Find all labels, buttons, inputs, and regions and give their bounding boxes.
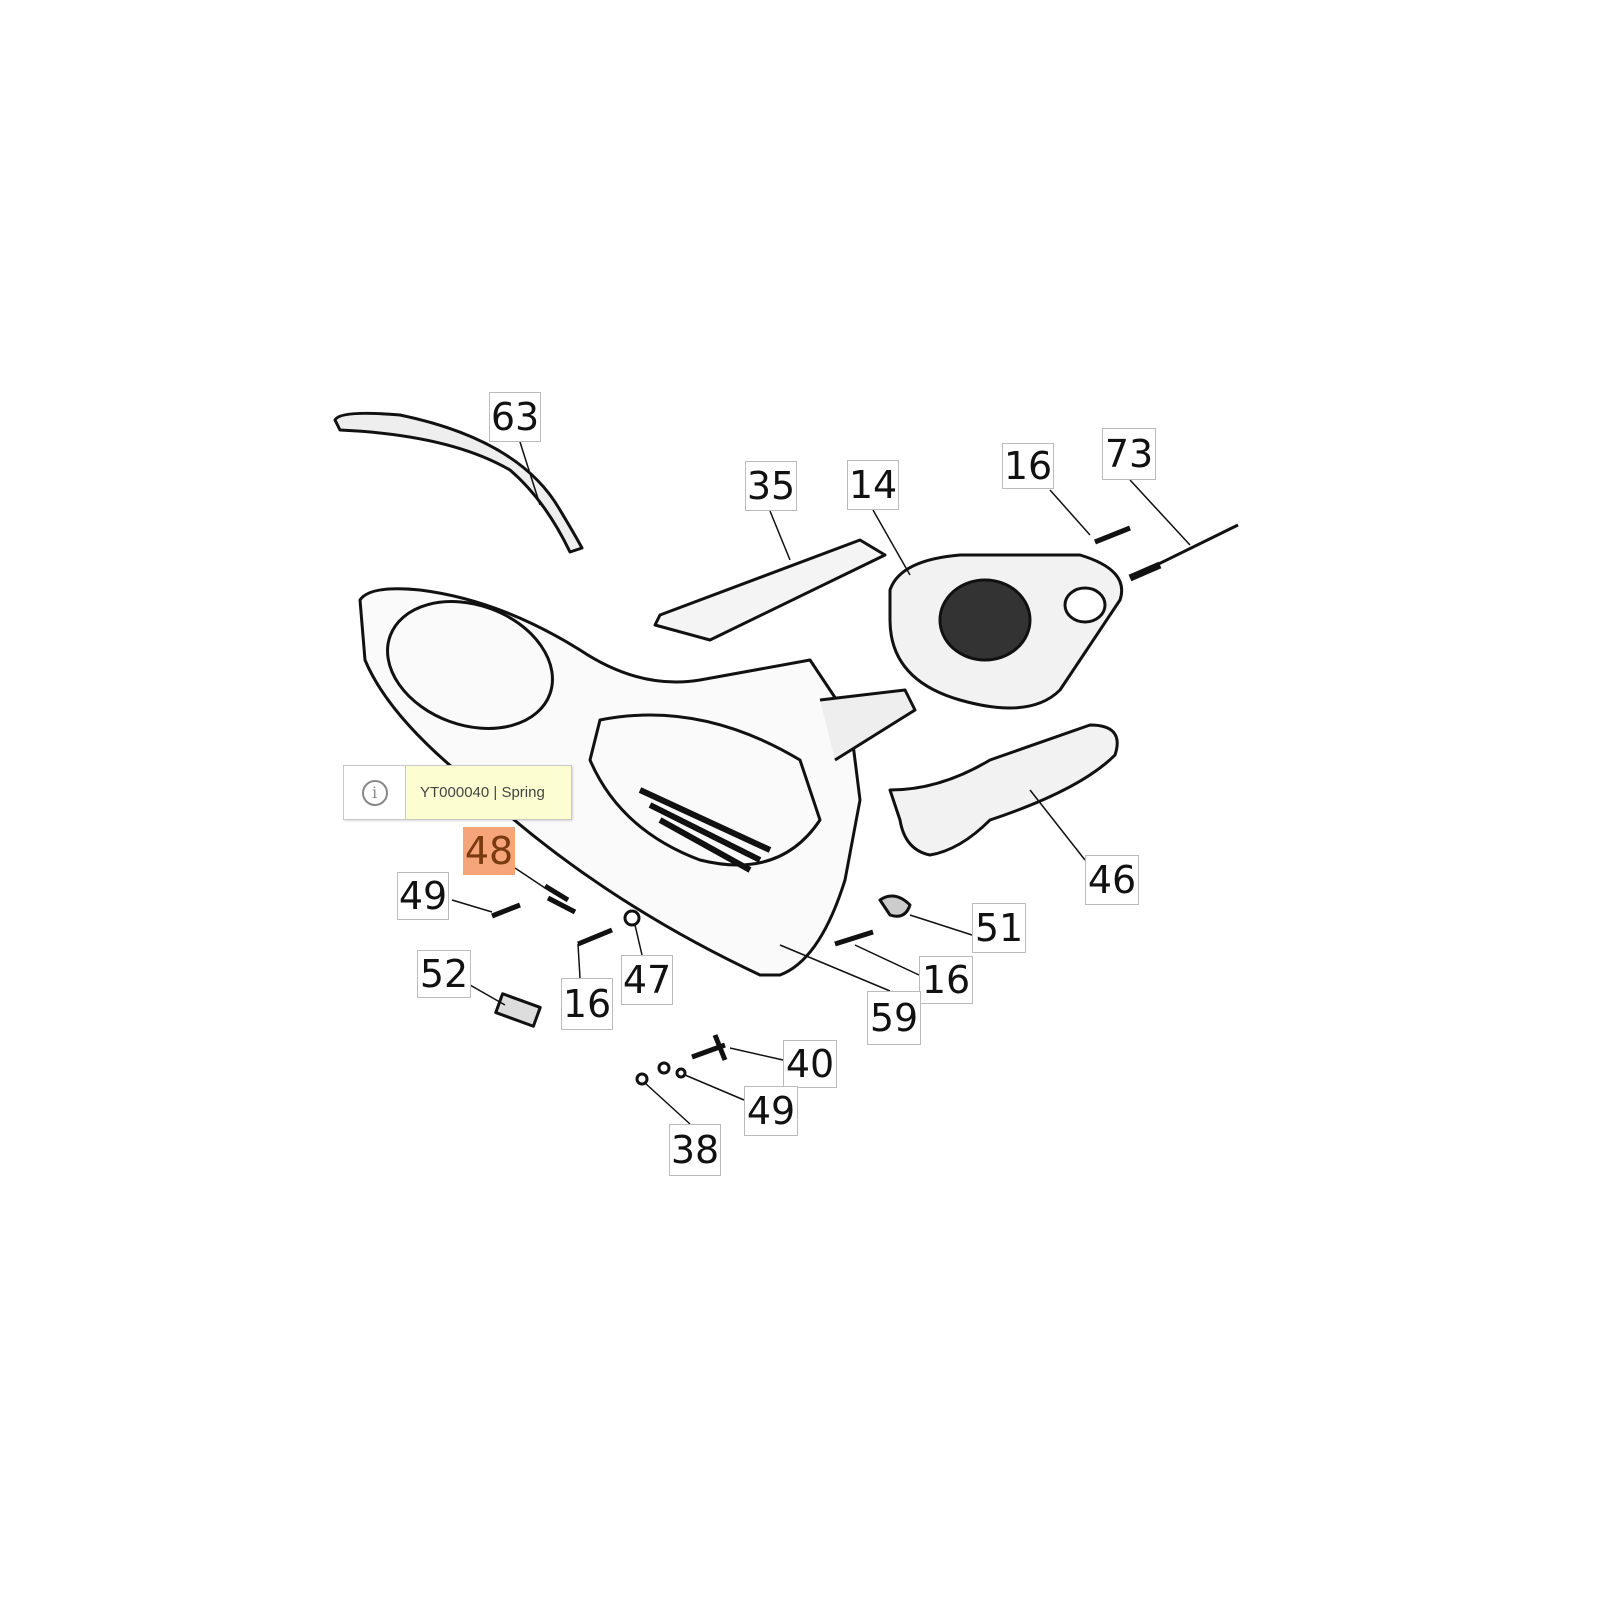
part-16-screw [1094, 525, 1131, 545]
part-tooltip: i YT000040 | Spring [343, 765, 572, 820]
part-63-guard-strip [333, 411, 584, 554]
callout-63[interactable]: 63 [489, 392, 541, 442]
callout-40[interactable]: 40 [783, 1040, 837, 1088]
callout-48-highlighted[interactable]: 48 [463, 827, 515, 875]
tooltip-text: YT000040 | Spring [406, 766, 571, 819]
part-46-front-handle [888, 723, 1119, 857]
part-51-cap [878, 894, 912, 918]
part-47-washer [623, 909, 641, 927]
callout-16[interactable]: 16 [561, 978, 613, 1030]
callout-73[interactable]: 73 [1102, 428, 1156, 480]
callout-46[interactable]: 46 [1085, 855, 1139, 905]
callout-14[interactable]: 14 [847, 460, 899, 510]
part-48-spring [543, 883, 577, 915]
callout-16[interactable]: 16 [919, 956, 973, 1004]
part-52-switch [494, 992, 542, 1028]
tooltip-icon-cell: i [344, 766, 406, 819]
callout-35[interactable]: 35 [745, 461, 797, 511]
callout-49[interactable]: 49 [397, 872, 449, 920]
callout-47[interactable]: 47 [621, 955, 673, 1005]
callout-52[interactable]: 52 [417, 950, 471, 998]
part-35-rail [653, 538, 887, 642]
callout-38[interactable]: 38 [669, 1124, 721, 1176]
callout-51[interactable]: 51 [972, 903, 1026, 953]
part-38-nut [635, 1072, 649, 1086]
part-16-screw [577, 927, 613, 947]
part-16-screw [834, 929, 874, 947]
part-40-gear [691, 1034, 728, 1061]
info-icon: i [361, 779, 388, 806]
callout-49[interactable]: 49 [744, 1086, 798, 1136]
part-49-small [675, 1067, 687, 1079]
callout-59[interactable]: 59 [867, 991, 921, 1045]
part-49-screw [491, 902, 521, 919]
callout-16[interactable]: 16 [1002, 443, 1054, 489]
